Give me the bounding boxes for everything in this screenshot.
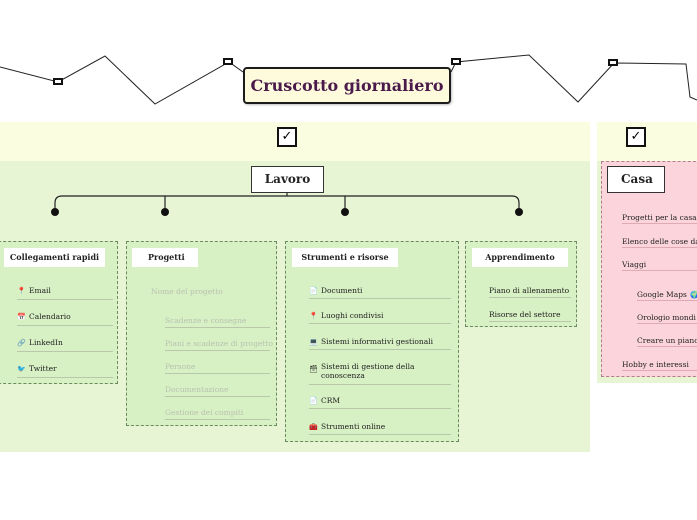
list-item[interactable]: 📄CRM (309, 396, 451, 409)
list-item[interactable]: 🐦Twitter (17, 364, 113, 378)
list-item[interactable]: 🧰Strumenti online (309, 422, 451, 435)
list-item[interactable]: Hobby e interessi (622, 360, 697, 371)
link-icon: 🔗 (17, 339, 26, 347)
document-icon: 📄 (309, 287, 318, 295)
list-item[interactable]: Orologio mondi (637, 313, 697, 324)
connector-handle[interactable] (451, 58, 461, 65)
group-title[interactable]: Apprendimento (472, 248, 568, 267)
list-item[interactable]: Piano di allenamento (489, 286, 571, 298)
branch-dot (515, 208, 523, 216)
list-item[interactable]: Persone (165, 362, 270, 374)
list-item[interactable]: Creare un piano (637, 336, 697, 347)
list-item[interactable]: 📍Luoghi condivisi (309, 311, 451, 324)
list-item[interactable]: 💻Sistemi informativi gestionali (309, 337, 451, 350)
map-icon: 🌍 (690, 291, 697, 299)
project-name[interactable]: Nome del progetto (151, 287, 223, 296)
list-item[interactable]: Scadenze e consegne (165, 316, 270, 328)
list-item[interactable]: Viaggi (622, 260, 697, 271)
connector-handle[interactable] (53, 78, 63, 85)
list-item[interactable]: 📅Calendario (17, 312, 113, 326)
list-item[interactable]: Google Maps🌍 (637, 290, 697, 301)
list-item[interactable]: Piani e scadenze di progetto (165, 339, 273, 351)
root-topic[interactable]: Cruscotto giornaliero (243, 67, 451, 104)
casa-topic[interactable]: Casa (607, 166, 665, 193)
lavoro-topic[interactable]: Lavoro (251, 166, 324, 193)
list-item[interactable]: Elenco delle cose da (622, 237, 697, 248)
list-item[interactable]: 🔗LinkedIn (17, 338, 113, 352)
branch-dot (51, 208, 59, 216)
group-casa (601, 161, 697, 377)
list-item[interactable]: 📄Documenti (309, 286, 451, 299)
calendar-icon: 📅 (17, 313, 26, 321)
toolbox-icon: 🧰 (309, 423, 318, 431)
list-item[interactable]: Gestione dei compiti (165, 408, 270, 420)
group-title[interactable]: Progetti (132, 248, 198, 267)
document-icon: 📄 (309, 397, 318, 405)
connector-handle[interactable] (223, 58, 233, 65)
computer-icon: 💻 (309, 338, 318, 346)
list-item[interactable]: 📍Email (17, 286, 113, 300)
casa-checkbox[interactable]: ✓ (626, 127, 646, 147)
pin-icon: 📍 (17, 287, 26, 295)
group-title[interactable]: Collegamenti rapidi (4, 248, 105, 267)
pin-icon: 📍 (309, 312, 318, 320)
archive-icon: 🗃 (309, 365, 318, 373)
list-item[interactable]: Documentazione (165, 385, 270, 397)
list-item[interactable]: Progetti per la casa (622, 213, 697, 224)
branch-dot (341, 208, 349, 216)
lavoro-checkbox[interactable]: ✓ (277, 127, 297, 147)
list-item[interactable]: 🗃Sistemi di gestione della conoscenza (309, 362, 451, 385)
connector-handle[interactable] (608, 59, 618, 66)
group-progetti (126, 241, 277, 426)
bird-icon: 🐦 (17, 365, 26, 373)
list-item[interactable]: Risorse del settore (489, 310, 571, 322)
branch-dot (161, 208, 169, 216)
group-title[interactable]: Strumenti e risorse (292, 248, 398, 267)
